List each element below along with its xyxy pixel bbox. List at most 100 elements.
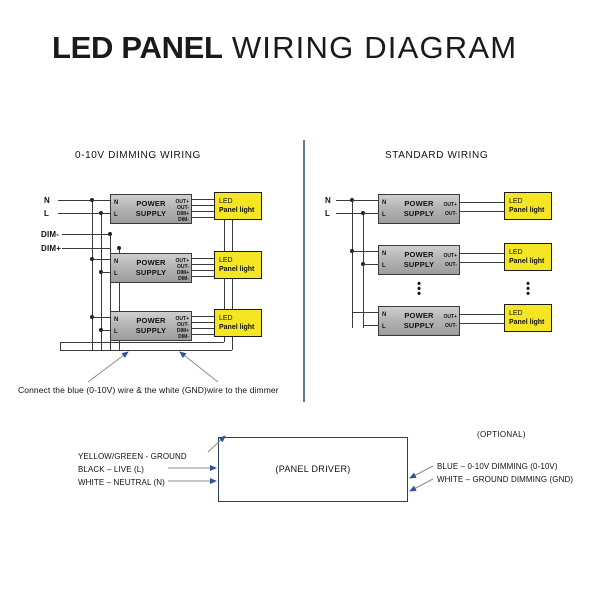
led-label-line1: LED [509, 249, 523, 256]
wire-right-u3-outminus [460, 323, 504, 324]
left-rail-label-dim-plus: DIM+ [41, 244, 62, 253]
driver-input-lead-ground: YELLOW/GREEN - GROUND [78, 452, 187, 461]
led-panel-light: LED Panel light [504, 243, 552, 271]
psu-terminal-out-plus: OUT+ [175, 199, 189, 205]
led-label-line2: Panel light [509, 258, 545, 265]
driver-input-lead-live: BLACK – LIVE (L) [78, 465, 145, 474]
wire-right-u2-outminus [460, 262, 504, 263]
wire-left-return-bottom-1 [60, 350, 232, 351]
driver-output-lead-blue: BLUE – 0-10V DIMMING (0-10V) [437, 462, 558, 471]
ellipsis-psu-column: ••• [417, 278, 421, 300]
psu-terminal-out-minus: OUT- [177, 322, 189, 328]
wire-left-u1-dimminus [192, 217, 224, 218]
psu-label: POWER SUPPLY [111, 316, 191, 336]
wire-right-u3-l [363, 325, 378, 326]
psu-label: POWER SUPPLY [111, 258, 191, 278]
psu-label: POWER SUPPLY [379, 250, 459, 270]
psu-terminal-l: L [114, 329, 118, 335]
psu-terminal-out-minus: OUT- [445, 211, 457, 217]
led-label-line2: Panel light [219, 207, 255, 214]
wire-left-n-stub [58, 200, 110, 201]
led-label-line1: LED [509, 198, 523, 205]
psu-label-line1: POWER [136, 258, 166, 267]
psu-label-line2: SUPPLY [135, 326, 167, 335]
led-label-line2: Panel light [509, 319, 545, 326]
wire-right-u3-n [352, 312, 378, 313]
caption-arrow-left [87, 351, 129, 383]
bus-left-l [101, 213, 102, 350]
lead-arrow-white-dimming [409, 478, 434, 492]
wire-left-u2-dimminus [192, 276, 224, 277]
psu-label-line2: SUPPLY [403, 260, 435, 269]
ellipsis-led-column: ••• [526, 278, 530, 300]
wire-left-dimminus-stub [62, 234, 110, 235]
page-title: LED PANEL WIRING DIAGRAM [52, 30, 517, 66]
wire-right-u1-outminus [460, 211, 504, 212]
psu-terminal-dim-plus: DIM+ [176, 270, 189, 276]
psu-label-line1: POWER [404, 250, 434, 259]
right-rail-label-l: L [325, 209, 331, 218]
led-panel-light: LED Panel light [214, 192, 262, 220]
psu-terminal-out-plus: OUT+ [443, 314, 457, 320]
caption-arrow-right [179, 351, 219, 383]
wire-left-u1-l [101, 213, 118, 214]
bus-right-l [363, 213, 364, 328]
section-divider [303, 140, 305, 402]
section-title-dimming: 0-10V DIMMING WIRING [75, 150, 201, 161]
psu-terminal-dim-plus: DIM+ [176, 328, 189, 334]
wire-left-u2-n [92, 259, 118, 260]
power-supply-unit: POWER SUPPLY N L OUT+ OUT- [378, 245, 460, 275]
led-label-line2: Panel light [509, 207, 545, 214]
wire-left-u2-l [101, 272, 118, 273]
panel-driver-label: (PANEL DRIVER) [275, 464, 351, 474]
psu-terminal-l: L [114, 271, 118, 277]
psu-terminal-n: N [382, 312, 387, 318]
led-label-line2: Panel light [219, 324, 255, 331]
psu-terminal-out-plus: OUT+ [443, 202, 457, 208]
led-panel-light: LED Panel light [214, 309, 262, 337]
wire-left-u3-dimminus [192, 334, 224, 335]
psu-terminal-n: N [382, 251, 387, 257]
psu-label-line2: SUPPLY [403, 321, 435, 330]
psu-label: POWER SUPPLY [379, 199, 459, 219]
left-rail-label-l: L [44, 209, 50, 218]
psu-terminal-l: L [382, 263, 386, 269]
wire-left-u3-outminus [192, 322, 214, 323]
wire-left-u1-dimminus-return [224, 217, 225, 342]
driver-input-lead-neutral: WHITE – NEUTRAL (N) [78, 478, 165, 487]
wire-right-u2-n [352, 251, 378, 252]
wire-right-u3-outplus [460, 314, 504, 315]
wire-left-u1-dimplus [192, 211, 232, 212]
led-label-line2: Panel light [219, 266, 255, 273]
psu-label-line1: POWER [404, 199, 434, 208]
psu-terminal-out-minus: OUT- [445, 262, 457, 268]
wire-left-u1-outplus [192, 199, 214, 200]
led-panel-light: LED Panel light [504, 192, 552, 220]
psu-label-line2: SUPPLY [135, 209, 167, 218]
psu-terminal-l: L [382, 324, 386, 330]
bus-left-n [92, 200, 93, 350]
power-supply-unit: POWER SUPPLY N L OUT+ OUT- [378, 194, 460, 224]
psu-terminal-out-minus: OUT- [177, 205, 189, 211]
led-panel-light: LED Panel light [214, 251, 262, 279]
psu-terminal-n: N [114, 200, 119, 206]
wire-left-u2-outminus [192, 264, 214, 265]
psu-label-line2: SUPPLY [135, 268, 167, 277]
power-supply-unit: POWER SUPPLY N L OUT+ OUT- DIM+ DIM- [110, 311, 192, 341]
psu-terminal-dim-plus: DIM+ [176, 211, 189, 217]
junction-dot [117, 246, 121, 250]
psu-terminal-out-plus: OUT+ [175, 316, 189, 322]
wire-left-u3-n [92, 317, 118, 318]
wire-right-u2-outplus [460, 253, 504, 254]
psu-label-line1: POWER [136, 199, 166, 208]
panel-driver-box: (PANEL DRIVER) [218, 437, 408, 502]
bus-left-dim-plus [119, 248, 120, 350]
wire-left-l-stub [58, 213, 110, 214]
led-label-line1: LED [219, 315, 233, 322]
power-supply-unit: POWER SUPPLY N L OUT+ OUT- DIM+ DIM- [110, 194, 192, 224]
power-supply-unit: POWER SUPPLY N L OUT+ OUT- [378, 306, 460, 336]
section-title-standard: STANDARD WIRING [385, 150, 489, 161]
wire-left-u2-dimplus [192, 270, 232, 271]
